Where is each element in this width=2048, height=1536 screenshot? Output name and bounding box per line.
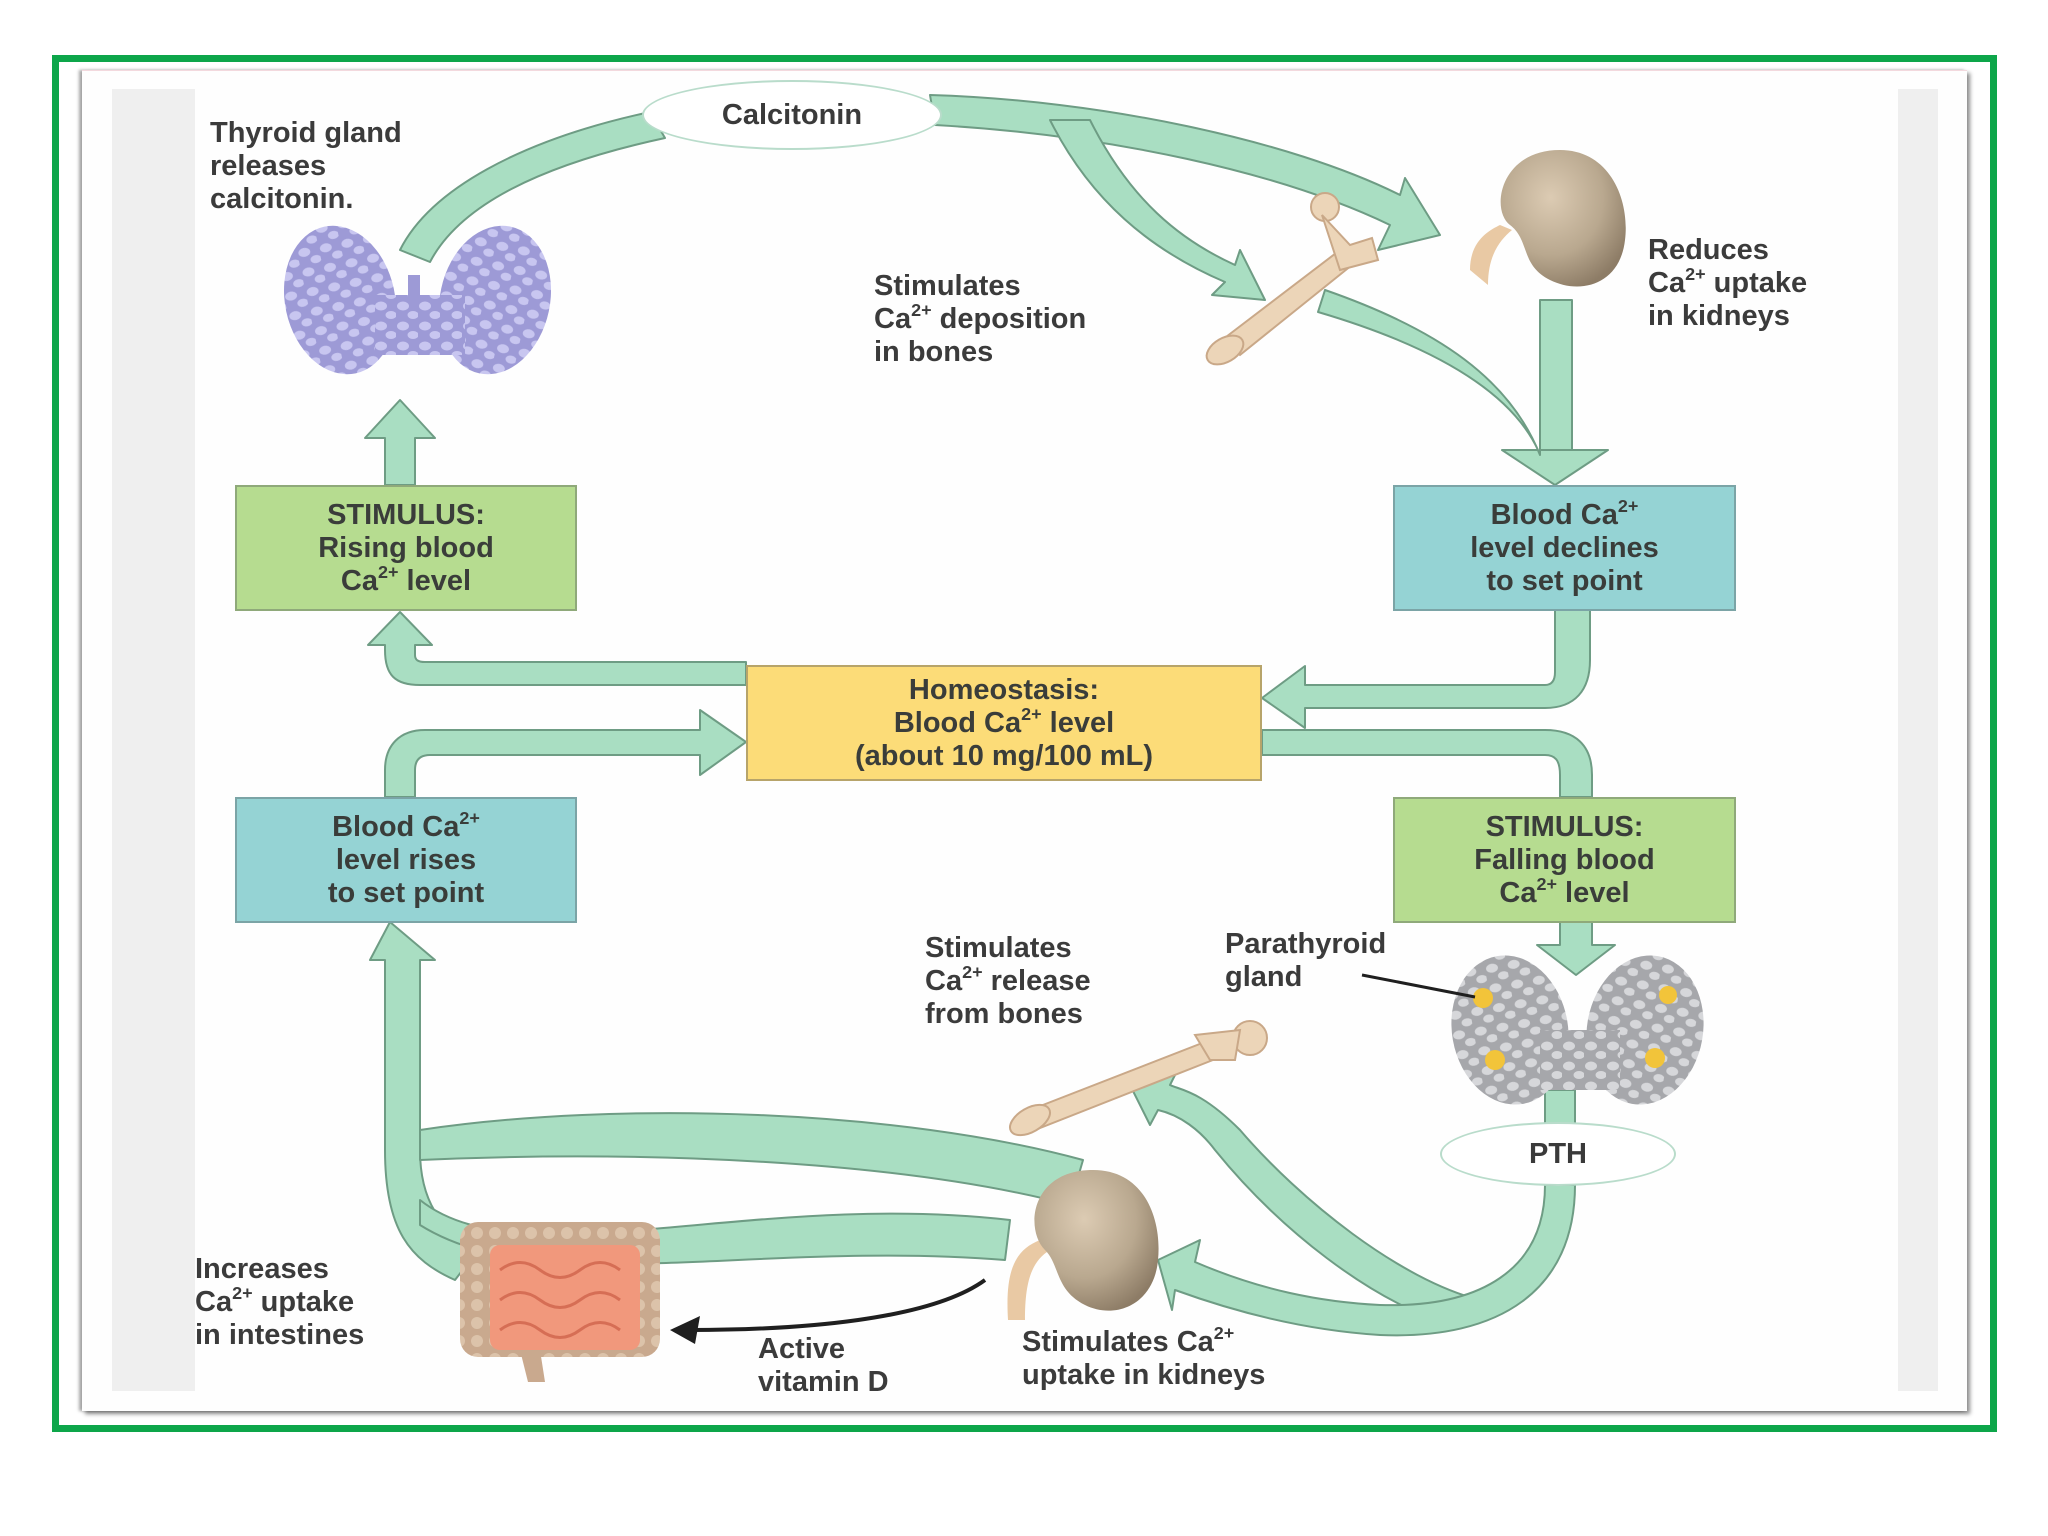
bone-release-label: Stimulates Ca2+ release from bones (925, 932, 1091, 1030)
arrow-parathyroid-to-pth (1544, 1089, 1576, 1126)
arrow-kidney-down (1539, 299, 1573, 451)
arrow-calcitonin-to-kidney (929, 94, 1441, 251)
right-margin-strip (1898, 89, 1938, 1391)
homeostasis-box: Homeostasis: Blood Ca2+ level (about 10 … (746, 665, 1262, 781)
bone-bottom-icon (1009, 1020, 1268, 1137)
level-declines-box: Blood Ca2+ level declines to set point (1393, 485, 1736, 611)
bone-deposition-label: Stimulates Ca2+ deposition in bones (874, 270, 1087, 368)
parathyroid-gland-icon (1451, 955, 1704, 1105)
arrow-calcitonin-to-bone (1049, 119, 1266, 301)
arrow-pth-to-kidney (1157, 1184, 1576, 1337)
thyroid-label: Thyroid gland releases calcitonin. (210, 117, 402, 215)
left-margin-strip (112, 89, 195, 1391)
stimulus-falling-box: STIMULUS: Falling blood Ca2+ level (1393, 797, 1736, 923)
calcitonin-label: Calcitonin (721, 98, 863, 131)
arrow-rises-to-homeostasis (384, 709, 747, 798)
pth-hormone: PTH (1440, 1122, 1676, 1186)
kidney-bottom-icon (1007, 1169, 1159, 1320)
calcitonin-hormone: Calcitonin (642, 80, 942, 150)
stimulus-rising-box: STIMULUS: Rising blood Ca2+ level (235, 485, 577, 611)
parathyroid-label: Parathyroid gland (1225, 928, 1387, 993)
arrow-bone-release-to-left (419, 1112, 1084, 1206)
vitamin-d-label: Active vitamin D (758, 1333, 889, 1391)
arrow-homeostasis-to-rising (367, 611, 747, 686)
outer-border (52, 55, 1997, 1432)
arrow-declines-to-homeostasis (1261, 609, 1591, 729)
kidney-top-icon (1470, 150, 1626, 287)
parathyroid-pointer-line (1361, 973, 1476, 999)
bone-top-icon (1205, 192, 1380, 366)
vitamin-d-arrow (689, 1278, 987, 1332)
arrow-bone-to-declines (1317, 289, 1609, 486)
pth-label: PTH (1529, 1137, 1587, 1170)
kidney-stimulates-label: Stimulates Ca2+ uptake in kidneys (1022, 1323, 1266, 1391)
intestine-uptake-label: Increases Ca2+ uptake in intestines (195, 1253, 365, 1351)
arrow-stimulus-to-thyroid (364, 399, 436, 486)
intestines-icon (460, 1222, 660, 1382)
arrow-falling-to-parathyroid (1536, 921, 1616, 976)
level-rises-box: Blood Ca2+ level rises to set point (235, 797, 577, 923)
arrow-up-to-rises (369, 921, 479, 1281)
vitamin-d-arrowhead (670, 1316, 700, 1344)
arrow-homeostasis-to-falling (1261, 729, 1593, 798)
kidney-reduces-label: Reduces Ca2+ uptake in kidneys (1648, 234, 1808, 332)
thyroid-gland-icon (283, 225, 552, 375)
